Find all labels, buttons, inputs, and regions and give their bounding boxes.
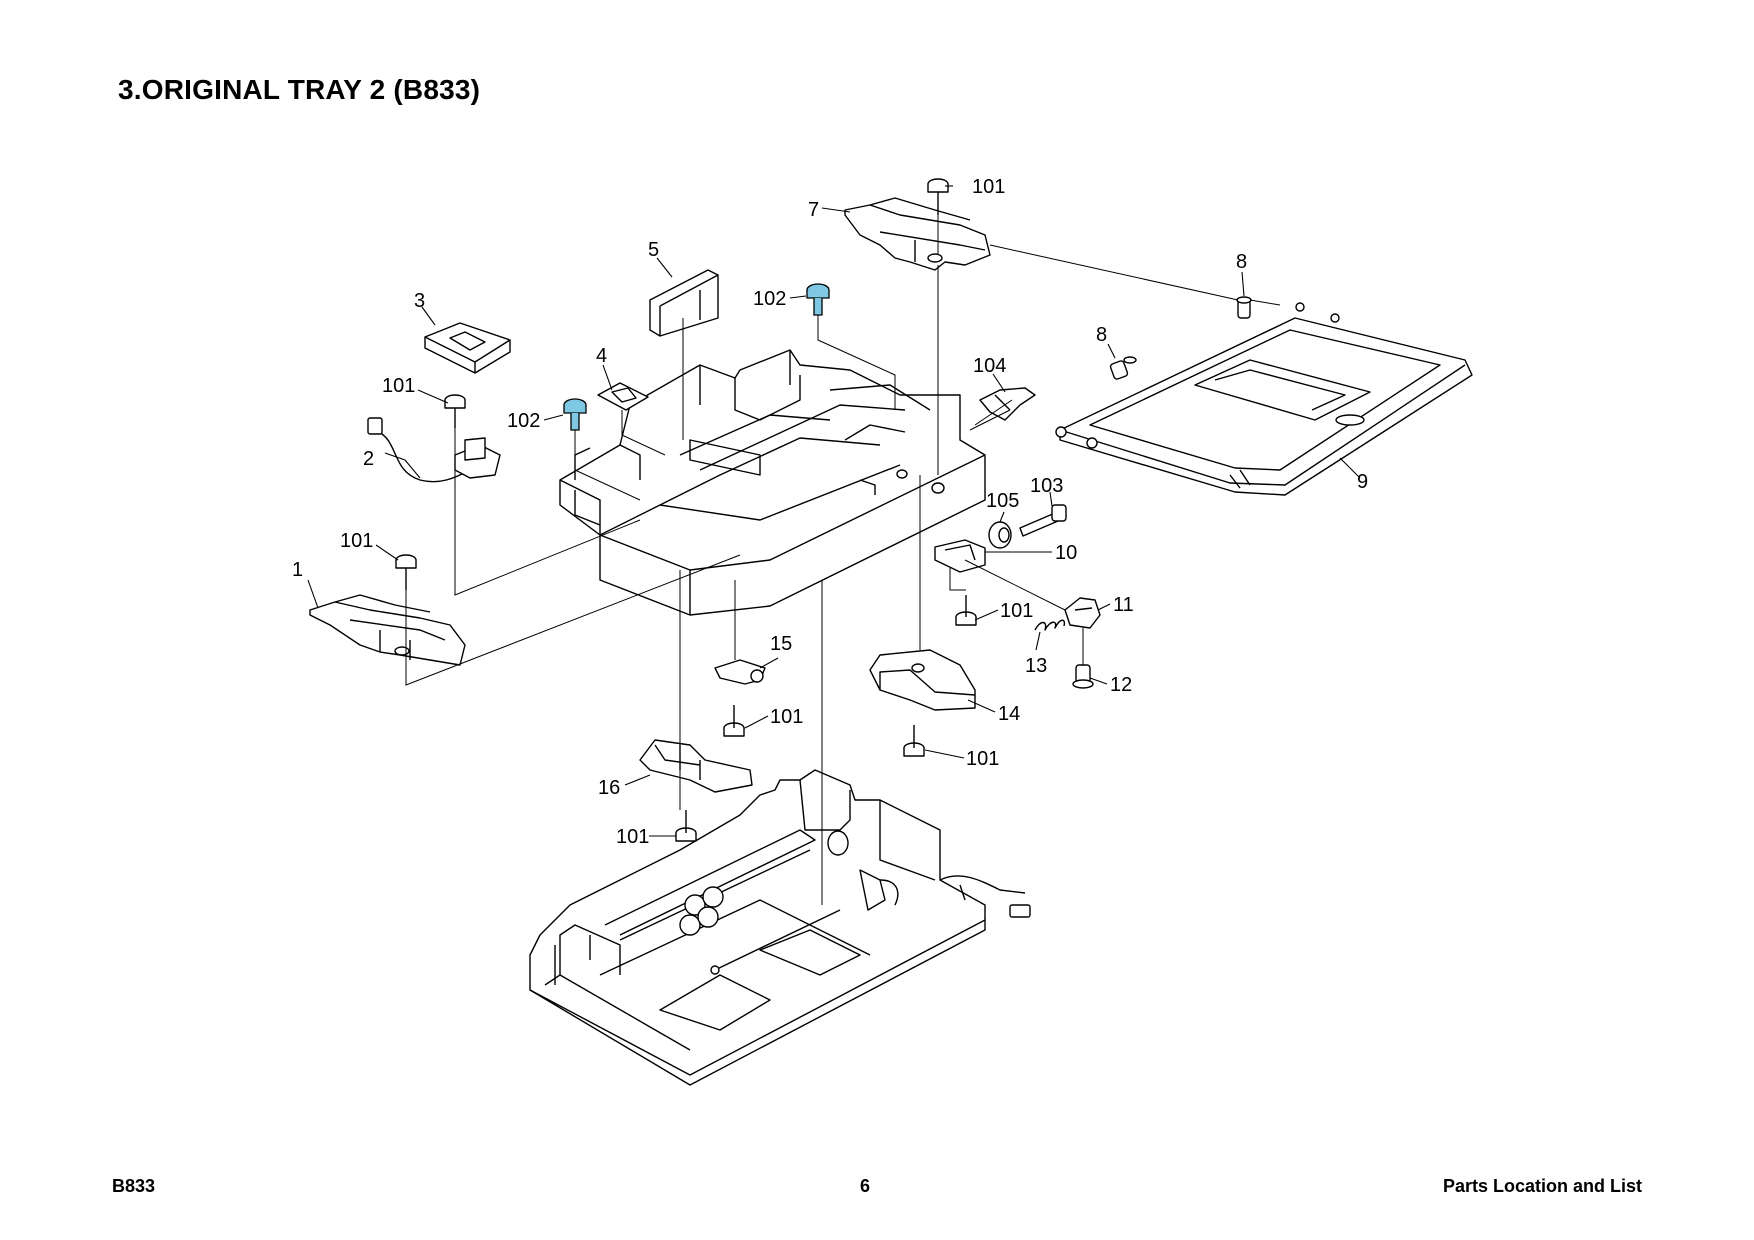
part-9-tray-lid	[1055, 302, 1473, 496]
screw-101-part16	[675, 810, 697, 842]
part-103-screw	[1019, 504, 1067, 537]
callout-101-center: 101	[770, 706, 803, 728]
part-1-hinge-bracket	[309, 594, 466, 666]
page-title: 3.ORIGINAL TRAY 2 (B833)	[118, 74, 481, 105]
screw-101-part14	[903, 725, 925, 757]
callout-102-upper: 102	[753, 288, 786, 310]
callout-3: 3	[414, 290, 425, 312]
callout-14: 14	[998, 703, 1020, 725]
callout-7: 7	[808, 199, 819, 221]
callout-5: 5	[648, 239, 659, 261]
callout-102-lower: 102	[507, 410, 540, 432]
screw-102-lower	[563, 398, 587, 431]
part-3-cover	[424, 322, 511, 374]
part-8-pin-lower	[1109, 356, 1137, 380]
callout-8-upper: 8	[1236, 251, 1247, 273]
part-8-pin-upper	[1236, 296, 1252, 319]
part-11-latch	[1064, 597, 1101, 629]
part-13-spring	[1034, 619, 1066, 631]
callout-101-top: 101	[972, 176, 1005, 198]
screw-101-part10	[955, 595, 977, 626]
callout-leaders	[307, 185, 1361, 837]
part-7-hinge-bracket	[844, 197, 991, 271]
lower-base-assembly	[529, 769, 1031, 1086]
callout-labels: 1 2 3 4 5 7 8 8 9 10 11 12 13 14 15 16 1…	[292, 176, 1368, 848]
part-15-bracket	[714, 659, 766, 685]
callout-101-left-upper: 101	[382, 375, 415, 397]
callout-101-bottom-left: 101	[616, 826, 649, 848]
callout-15: 15	[770, 633, 792, 655]
part-105-collar	[988, 521, 1012, 549]
screw-101-top	[927, 178, 949, 215]
footer-model: B833	[112, 1176, 156, 1196]
callout-101-left-lower: 101	[340, 530, 373, 552]
callout-104: 104	[973, 355, 1006, 377]
callout-105: 105	[986, 490, 1019, 512]
callout-103: 103	[1030, 475, 1063, 497]
part-104-clip	[979, 387, 1036, 421]
screw-101-part1	[395, 554, 417, 590]
callout-101-bottom-right: 101	[966, 748, 999, 770]
screw-101-part15	[723, 705, 745, 737]
footer-section: Parts Location and List	[1442, 1176, 1642, 1196]
assembly-guide-lines	[405, 215, 1281, 905]
callout-101-right: 101	[1000, 600, 1033, 622]
callout-4: 4	[596, 345, 607, 367]
footer-page-number: 6	[859, 1176, 870, 1196]
callout-10: 10	[1055, 542, 1077, 564]
screw-101-part2	[444, 394, 466, 428]
main-tray-body	[559, 349, 986, 616]
callout-2: 2	[363, 448, 374, 470]
part-16-bracket	[639, 739, 753, 793]
screw-102-upper	[806, 283, 830, 316]
callout-1: 1	[292, 559, 303, 581]
part-14-bracket	[869, 649, 976, 711]
callout-9: 9	[1357, 471, 1368, 493]
part-5-bracket	[649, 269, 719, 337]
callout-11: 11	[1113, 594, 1134, 616]
callout-16: 16	[598, 777, 620, 799]
callout-13: 13	[1025, 655, 1047, 677]
callout-8-lower: 8	[1096, 324, 1107, 346]
part-12-screw	[1072, 664, 1094, 689]
part-4-label	[597, 382, 649, 411]
part-2-harness	[367, 417, 501, 483]
part-10-guide	[934, 539, 986, 573]
callout-12: 12	[1110, 674, 1132, 696]
